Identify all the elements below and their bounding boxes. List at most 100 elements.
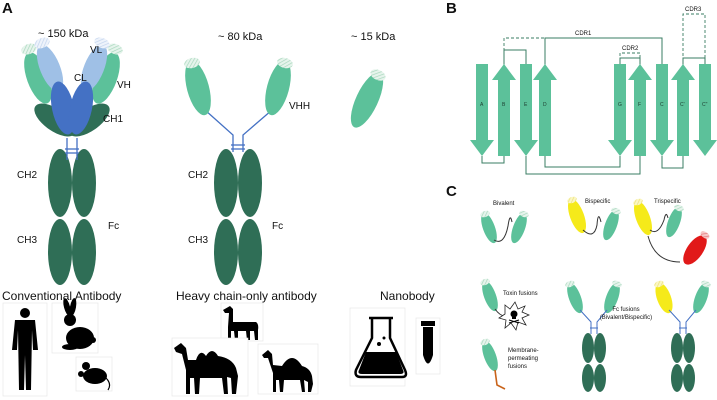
hcab-ch2-right [238,149,262,217]
bivalent-nanobody: Bivalent [480,201,529,244]
vhh-cdr-right [277,57,293,69]
strand-g [608,64,632,156]
membrane-permeating-fusion: Membrane- permeating fusions [480,338,539,390]
label-vh: VH [117,80,131,91]
ch3-domain-right [72,219,96,285]
immunoglobulin-fold-diagram: CDR1 CDR2 CDR3 A B E D G F C C' C" [470,7,717,175]
hcab-hinge [204,109,273,152]
cdr2-loop [619,52,641,66]
conventional-title: Conventional Antibody [2,289,121,303]
label-ch3: CH3 [17,235,37,246]
skull-icon [508,310,520,324]
bispecific-label: Bispecific [585,199,610,205]
strand-label-g: G [618,102,622,108]
cdr3-loop [682,13,706,66]
vhh-domain-left [185,60,211,116]
panel-label-a: A [2,0,13,17]
vl-domain-right [80,44,108,92]
fc-fusion-bivalent [565,280,622,392]
hcab-ch2-left [214,149,238,217]
cdr2-label: CDR2 [622,46,639,52]
hcab-label-ch3: CH3 [188,235,208,246]
strand-label-f: F [638,102,641,108]
ch3-domain-left [48,219,72,285]
nanobody-domain [350,72,384,128]
label-fc: Fc [108,221,119,232]
vhh-cdr-left [184,57,200,69]
hcab-ch3-left [214,219,238,285]
vh-domain-right [92,52,120,104]
strand-label-c-prime: C' [680,102,685,108]
hcab-ch3-right [238,219,262,285]
strand-f [628,64,652,156]
membrane-label-2: permeating [508,356,538,362]
camel-icon [171,337,249,397]
cdr3-label: CDR3 [685,7,702,13]
heavy-chain-antibody-diagram: ~ 80 kDa VHH CH2 CH3 Fc Heavy chain-only… [176,31,317,303]
llama-icon [220,302,264,342]
strand-label-a: A [480,102,484,108]
toxin-fusion: Toxin fusions [480,278,538,331]
dromedary-icon [257,343,319,395]
membrane-label-3: fusions [508,364,527,370]
hcab-label-ch2: CH2 [188,170,208,181]
nanobody-diagram: ~ 15 kDa Nanobody [350,31,435,303]
cdr1-loop [503,37,662,66]
strand-d [533,64,557,156]
panel-label-c: C [446,183,457,200]
label-ch1: CH1 [103,114,123,125]
hcab-weight: ~ 80 kDa [218,31,263,43]
conventional-antibody-diagram: ~ 150 kDa VL CL VH CH1 CH2 C [2,28,131,303]
ch2-domain-right [72,149,96,217]
label-vl: VL [90,45,103,56]
source-icons [2,298,441,397]
nanobody-cdr [370,69,386,81]
beta-strands [470,64,717,156]
mouse-icon [75,356,113,392]
trispecific-label: Trispecific [654,199,681,205]
label-cl: CL [74,73,87,84]
strand-label-d: D [543,102,547,108]
cdr-tip-vl-left [34,37,50,49]
hcab-label-fc: Fc [272,221,283,232]
cdr1-label: CDR1 [575,31,592,37]
cdr-tip-vl-right [94,37,110,49]
conventional-weight: ~ 150 kDa [38,28,89,40]
human-icon [2,302,48,397]
strand-label-c-double-prime: C" [702,102,708,108]
trispecific-nanobody: Trispecific [633,198,710,265]
membrane-label-1: Membrane- [508,348,539,354]
toxin-fusions-label: Toxin fusions [503,291,538,297]
hinge-region [65,138,79,160]
tube-icon [415,317,441,375]
nanobody-weight: ~ 15 kDa [351,31,396,43]
flask-icon [349,307,408,387]
bivalent-label: Bivalent [493,201,515,207]
cdr-tip-vh-left [21,43,37,55]
nanobody-title: Nanobody [380,289,435,303]
vhh-domain-right [265,60,291,116]
strand-c-double-prime [693,64,717,156]
rabbit-icon [51,298,99,354]
strand-c-prime [671,64,695,156]
ch2-domain-left [48,149,72,217]
fc-fusions-sublabel: (Bivalent/Bispecific) [600,315,652,321]
strand-connectors [481,37,706,175]
hcab-title: Heavy chain-only antibody [176,289,317,303]
strand-labels: A B E D G F C C' C" [480,102,708,108]
strand-e [514,64,538,156]
panel-label-b: B [446,0,457,17]
strand-c [650,64,674,156]
strand-label-b: B [502,102,506,108]
strand-a [470,64,494,156]
cl-domain-right [68,81,94,135]
label-ch2: CH2 [17,170,37,181]
vl-domain-left [36,44,64,92]
bispecific-nanobody: Bispecific [567,196,621,241]
cdr-tip-vh-right [107,43,123,55]
strand-label-c: C [660,102,664,108]
strand-b [492,64,516,156]
peptide-tail [494,369,506,390]
